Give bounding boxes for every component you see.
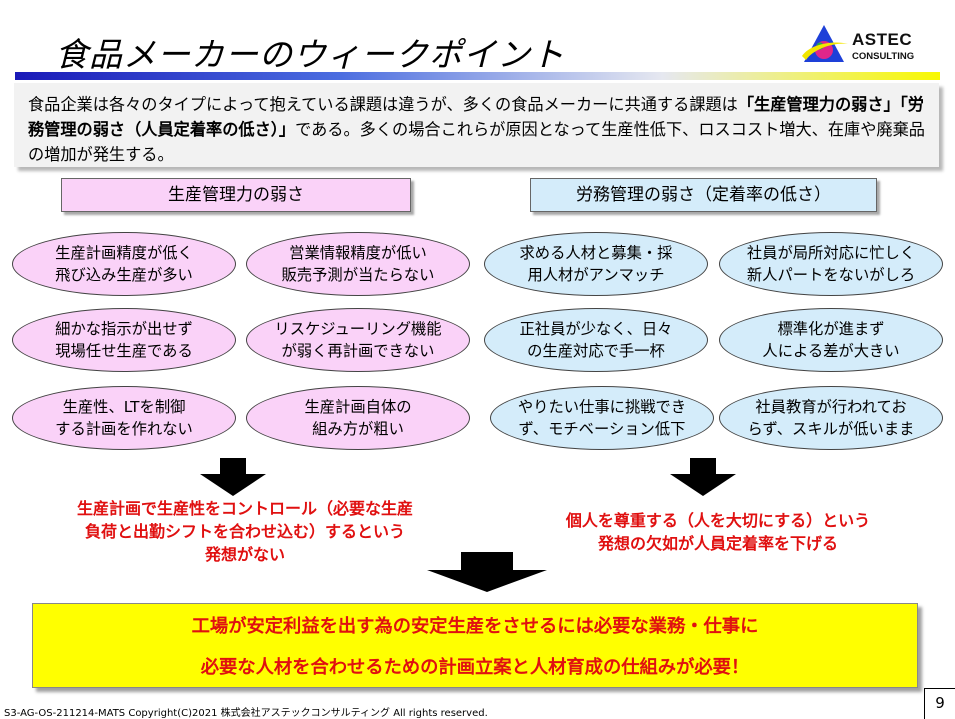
right-down-arrow-icon — [670, 458, 736, 496]
left-oval-1: 生産計画精度が低く 飛び込み生産が多い — [12, 232, 236, 296]
left-oval-4: リスケジューリング機能 が弱く再計画できない — [246, 308, 470, 372]
left-oval-2: 営業情報精度が低い 販売予測が当たらない — [246, 232, 470, 296]
summary-line-1: 工場が安定利益を出す為の安定生産をさせるには必要な業務・仕事に — [191, 616, 759, 637]
logo-text-consulting: CONSULTING — [852, 51, 915, 62]
astec-logo-icon — [802, 25, 848, 62]
intro-text-box: 食品企業は各々のタイプによって抱えている課題は違うが、多くの食品メーカーに共通す… — [14, 83, 939, 167]
left-down-arrow-icon — [200, 458, 266, 496]
right-conclusion-text: 個人を尊重する（人を大切にする）という 発想の欠如が人員定着率を下げる — [565, 511, 871, 553]
left-column-header: 生産管理力の弱さ — [61, 178, 411, 212]
slide-title: 食品メーカーのウィークポイント — [55, 35, 565, 74]
center-down-arrow-icon — [427, 552, 547, 592]
intro-text-part2: である。多くの場合これらが原因となって生産性低下、ロスコスト増大、在庫や廃棄品の… — [28, 120, 925, 164]
summary-line-2: 必要な人材を合わせるための計画立案と人材育成の仕組みが必要！ — [200, 657, 750, 678]
left-conclusion-text: 生産計画で生産性をコントロール（必要な生産 負荷と出勤シフトを合わせ込む）すると… — [76, 499, 413, 564]
left-oval-3: 細かな指示が出せず 現場任せ生産である — [12, 308, 236, 372]
right-oval-5: やりたい仕事に挑戦でき ず、モチベーション低下 — [490, 386, 714, 450]
copyright-footer: S3-AG-OS-211214-MATS Copyright(C)2021 株式… — [4, 708, 488, 719]
right-column-header: 労務管理の弱さ（定着率の低さ） — [530, 178, 877, 212]
right-oval-4: 標準化が進まず 人による差が大きい — [719, 308, 943, 372]
logo-text-astec: ASTEC — [852, 30, 913, 49]
left-oval-6: 生産計画自体の 組み方が粗い — [246, 386, 470, 450]
right-oval-1: 求める人材と募集・採 用人材がアンマッチ — [484, 232, 708, 296]
page-number: 9 — [924, 688, 955, 719]
intro-text-bold: 「生産管理力の弱さ」「労務管理の弱さ（人員定着率の低さ）」 — [28, 95, 924, 139]
right-oval-6: 社員教育が行われてお らず、スキルが低いまま — [719, 386, 943, 450]
right-oval-2: 社員が局所対応に忙しく 新人パートをないがしろ — [719, 232, 943, 296]
right-oval-3: 正社員が少なく、日々 の生産対応で手一杯 — [484, 308, 708, 372]
left-oval-5: 生産性、LTを制御 する計画を作れない — [12, 386, 236, 450]
bottom-summary-box: 工場が安定利益を出す為の安定生産をさせるには必要な業務・仕事に 必要な人材を合わ… — [32, 603, 918, 688]
intro-text-part1: 食品企業は各々のタイプによって抱えている課題は違うが、多くの食品メーカーに共通す… — [28, 95, 738, 114]
title-underline-bar — [15, 72, 940, 80]
